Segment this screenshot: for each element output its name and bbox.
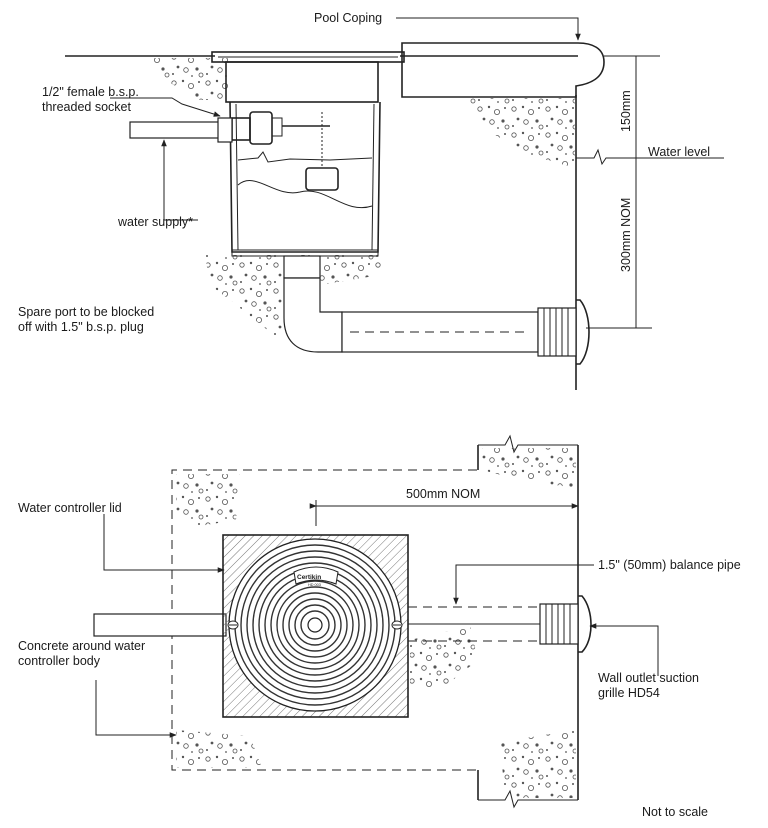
lid-model-text: HD 003 (308, 583, 321, 587)
label-water-supply: water supply* (117, 215, 193, 229)
label-spare-port-line2: off with 1.5" b.s.p. plug (18, 320, 144, 334)
label-balance-pipe: 1.5" (50mm) balance pipe (598, 558, 741, 572)
leader-controller-lid (103, 514, 225, 573)
label-water-level: Water level (648, 145, 710, 159)
gravel-plan-bottom-left (176, 730, 262, 768)
label-controller-lid: Water controller lid (18, 501, 122, 515)
plan-view (93, 434, 659, 809)
leader-water-supply (161, 139, 198, 221)
wall-break-top (478, 434, 578, 454)
lid-concentric-rings (228, 538, 402, 712)
label-socket-line1: 1/2" female b.s.p. (42, 85, 139, 99)
label-not-to-scale: Not to scale (642, 805, 708, 819)
outlet-socket (283, 255, 321, 279)
label-pool-coping: Pool Coping (314, 11, 382, 25)
label-grille-line1: Wall outlet suction (598, 671, 699, 685)
supply-pipe-plan (93, 613, 227, 637)
fitting-threads (543, 308, 569, 356)
leader-socket (110, 97, 221, 117)
lid-screw-right (391, 620, 403, 630)
gravel-under-coping (465, 98, 575, 168)
gravel-plan-top-right (482, 448, 576, 488)
label-dim-500: 500mm NOM (406, 487, 480, 501)
water-supply-pipe (129, 121, 231, 139)
gravel-plan-bottom-right (500, 730, 576, 798)
gravel-top-left (150, 58, 228, 100)
suction-grille-plan (578, 595, 592, 653)
suction-grille-side (576, 299, 590, 365)
controller-collar (225, 61, 379, 103)
water-level-line (576, 148, 724, 166)
gravel-plan-mid (410, 626, 478, 690)
label-dim-300: 300mm NOM (619, 198, 633, 272)
wall-break-bottom (478, 789, 578, 809)
lid-screw-left (227, 620, 239, 630)
float-ball (305, 167, 339, 191)
leader-concrete (95, 680, 177, 738)
label-grille-line2: grille HD54 (598, 686, 660, 700)
label-dim-150: 150mm (619, 90, 633, 132)
label-spare-port-line1: Spare port to be blocked (18, 305, 154, 319)
gravel-plan-top-left (176, 474, 240, 526)
leader-grille (589, 623, 659, 676)
side-elevation (65, 17, 724, 390)
lid-brand-text: Certikin (297, 574, 321, 581)
internal-cutaway-edge (237, 180, 373, 209)
float-valve (231, 111, 339, 191)
controller-body-side (229, 101, 381, 253)
leader-balance-pipe (453, 564, 594, 605)
elbow-fitting (283, 277, 343, 353)
label-concrete-line1: Concrete around water (18, 639, 145, 653)
label-concrete-line2: controller body (18, 654, 101, 668)
leader-pool-coping (396, 17, 581, 41)
internal-water-line (237, 151, 373, 163)
label-socket-line2: threaded socket (42, 100, 131, 114)
pool-coping (401, 42, 605, 98)
lid-logo-plate (293, 566, 339, 585)
